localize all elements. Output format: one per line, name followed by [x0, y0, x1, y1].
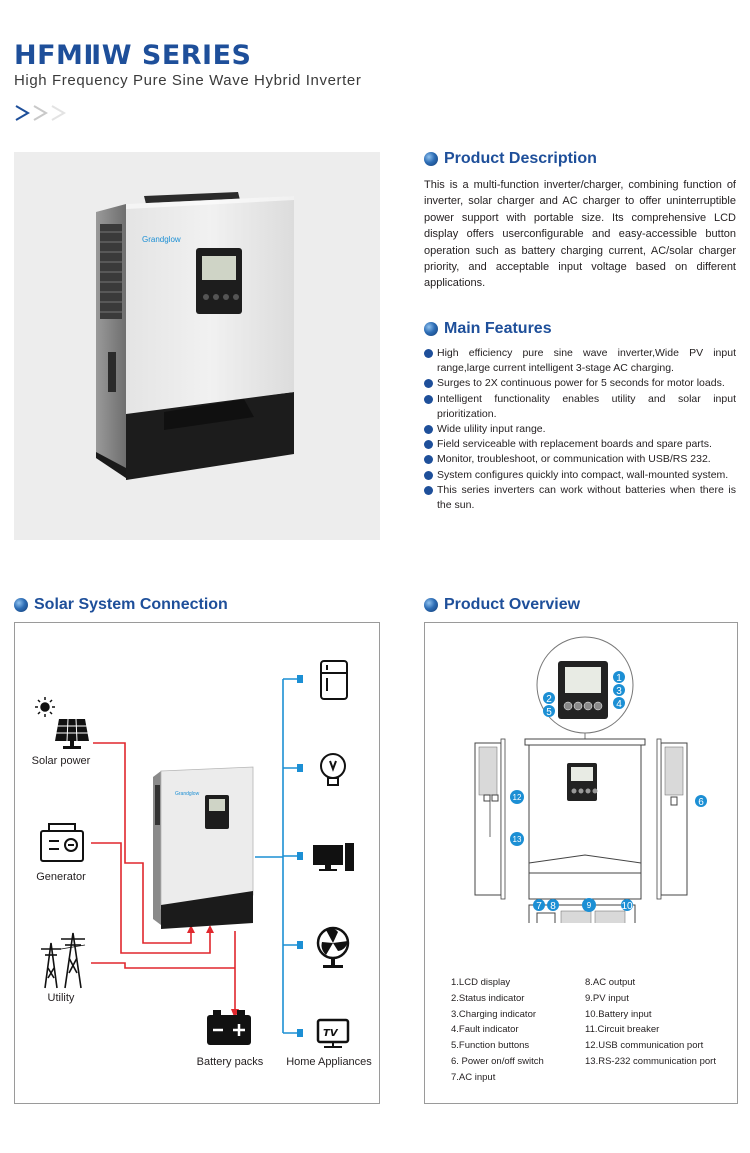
part-item: 10.Battery input — [585, 1008, 652, 1020]
parts-list-left: 1.LCD display 2.Status indicator 3.Charg… — [451, 975, 581, 1086]
brand-logo: Grandglow — [142, 235, 181, 244]
bullet-icon — [424, 455, 433, 465]
product-overview-title: Product Overview — [444, 596, 581, 613]
series-subtitle: High Frequency Pure Sine Wave Hybrid Inv… — [14, 72, 362, 89]
inverter-brand-logo: Grandglow — [175, 791, 200, 797]
generator-icon — [40, 823, 84, 862]
part-item: 9.PV input — [585, 992, 629, 1004]
computer-icon — [313, 843, 354, 871]
utility-label: Utility — [47, 992, 75, 1004]
feature-item: Surges to 2X continuous power for 5 seco… — [424, 376, 736, 391]
globe-bullet-icon — [424, 152, 438, 166]
power-tower-icon — [41, 932, 86, 989]
callout-3: 3 — [616, 686, 622, 697]
callout-8: 8 — [550, 901, 556, 912]
battery-packs-label: Battery packs — [196, 1056, 264, 1068]
feature-item: This series inverters can work without b… — [424, 483, 736, 513]
product-description-title: Product Description — [444, 150, 597, 167]
solar-connection-title: Solar System Connection — [34, 596, 228, 613]
globe-bullet-icon — [14, 598, 28, 612]
globe-bullet-icon — [424, 598, 438, 612]
connection-diagram-svg: Grandglow TV — [35, 660, 354, 1048]
feature-item: Wide ulility input range. — [424, 422, 736, 437]
part-item: 5.Function buttons — [451, 1040, 530, 1052]
callout-2: 2 — [546, 694, 552, 705]
bulb-icon — [320, 753, 346, 786]
product-photo: Grandglow — [14, 152, 380, 540]
callout-1: 1 — [616, 673, 622, 684]
callout-6: 6 — [698, 797, 704, 808]
solar-power-label: Solar power — [31, 755, 91, 767]
bullet-icon — [424, 485, 433, 495]
callout-10: 10 — [621, 901, 633, 912]
part-item: 6. Power on/off switch — [451, 1055, 544, 1067]
chevron-decoration-icon — [15, 105, 66, 121]
callout-4: 4 — [616, 699, 622, 710]
inverter-icon: Grandglow — [153, 766, 254, 929]
feature-item: Field serviceable with replacement board… — [424, 437, 736, 452]
part-item: 12.USB communication port — [585, 1040, 704, 1052]
part-item: 8.AC output — [585, 977, 636, 988]
generator-label: Generator — [36, 871, 86, 883]
globe-bullet-icon — [424, 322, 438, 336]
feature-item: High efficiency pure sine wave inverter,… — [424, 346, 736, 376]
product-overview-heading: Product Overview — [424, 596, 580, 614]
series-title: HFMⅡW SERIES — [14, 40, 252, 71]
main-features-title: Main Features — [444, 320, 552, 337]
part-item: 4.Fault indicator — [451, 1024, 519, 1036]
solar-connection-diagram: Grandglow TV — [14, 622, 380, 1104]
fan-icon — [316, 926, 350, 968]
tv-icon: TV — [316, 1018, 350, 1048]
product-overview-diagram: 1 2 3 4 5 6 7 8 9 10 11 12 13 1.LCD disp… — [424, 622, 738, 1104]
feature-item: Monitor, troubleshoot, or communication … — [424, 452, 736, 467]
bullet-icon — [424, 470, 433, 480]
main-features-list: High efficiency pure sine wave inverter,… — [424, 346, 736, 513]
part-item: 13.RS-232 communication port — [585, 1055, 716, 1067]
solar-panel-icon — [55, 718, 89, 749]
bullet-icon — [424, 349, 433, 358]
inverter-illustration: Grandglow — [96, 192, 294, 480]
part-item: 2.Status indicator — [451, 992, 525, 1004]
main-features-heading: Main Features — [424, 320, 552, 338]
solar-connection-heading: Solar System Connection — [14, 596, 228, 614]
overview-drawing-svg: 1 2 3 4 5 6 7 8 9 10 11 12 13 — [474, 636, 707, 944]
fridge-icon — [320, 660, 348, 700]
svg-text:TV: TV — [323, 1028, 339, 1039]
bullet-icon — [424, 425, 433, 435]
part-item: 7.AC input — [451, 1071, 496, 1083]
callout-7: 7 — [536, 901, 542, 912]
part-item: 11.Circuit breaker — [585, 1024, 660, 1036]
bullet-icon — [424, 379, 433, 389]
feature-item: System configures quickly into compact, … — [424, 468, 736, 483]
part-item: 1.LCD display — [451, 977, 511, 988]
product-description-text: This is a multi-function inverter/charge… — [424, 179, 736, 290]
bullet-icon — [424, 394, 433, 404]
callout-5: 5 — [546, 707, 552, 718]
sun-icon — [35, 697, 55, 717]
battery-icon — [207, 1010, 251, 1045]
callout-12: 12 — [513, 793, 522, 802]
feature-item: Intelligent functionality enables utilit… — [424, 392, 736, 422]
callout-9: 9 — [587, 901, 592, 910]
parts-list-right: 8.AC output 9.PV input 10.Battery input … — [585, 975, 733, 1070]
callout-13: 13 — [513, 835, 522, 844]
product-description-heading: Product Description — [424, 150, 597, 168]
bullet-icon — [424, 440, 433, 450]
part-item: 3.Charging indicator — [451, 1008, 537, 1020]
home-appliances-label: Home Appliances — [286, 1056, 372, 1068]
